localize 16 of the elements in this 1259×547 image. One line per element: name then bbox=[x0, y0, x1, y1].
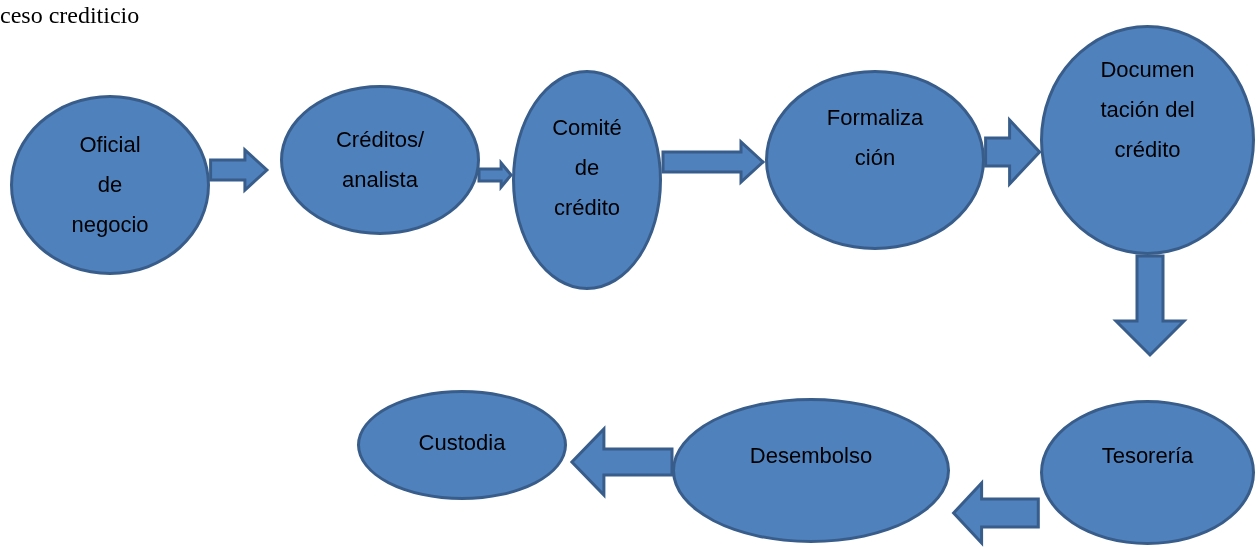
block-arrow bbox=[984, 116, 1042, 188]
node-label: Oficial de negocio bbox=[70, 131, 150, 239]
block-arrow bbox=[209, 146, 270, 194]
block-arrow bbox=[661, 138, 766, 186]
node-label: Documen tación del crédito bbox=[1099, 56, 1196, 164]
node-label: Créditos/ analista bbox=[334, 126, 425, 194]
node-label: Tesorería bbox=[1100, 442, 1195, 470]
title: ceso crediticio bbox=[0, 2, 140, 29]
block-arrow bbox=[477, 158, 514, 192]
node-label: Formaliza ción bbox=[825, 104, 925, 172]
block-arrow bbox=[569, 425, 674, 499]
block-arrow bbox=[1112, 254, 1188, 358]
block-arrow bbox=[951, 479, 1040, 547]
node-label: Comité de crédito bbox=[551, 114, 623, 222]
node-label: Custodia bbox=[417, 429, 507, 457]
node-label: Desembolso bbox=[748, 442, 874, 470]
